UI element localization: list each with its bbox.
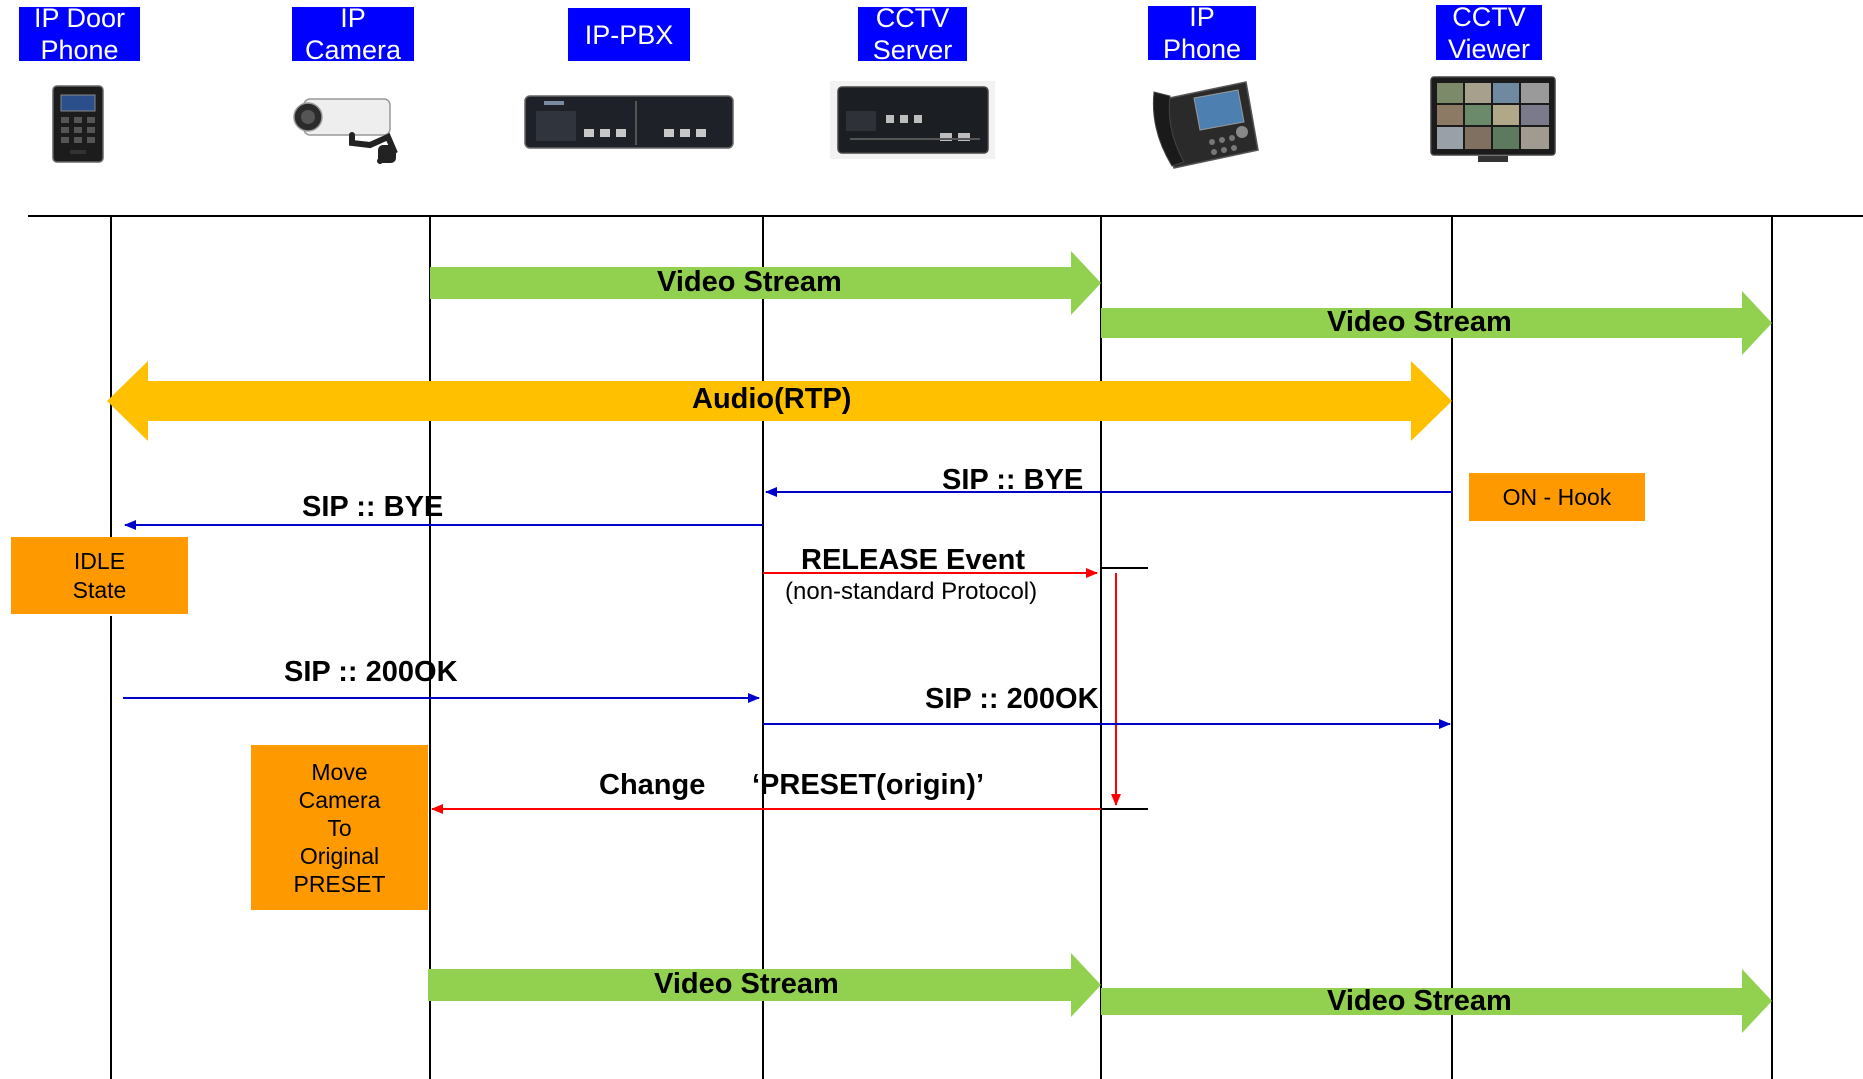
audio-rtp-arrow	[107, 361, 1452, 441]
participant-ip-door-phone: IP Door Phone	[19, 3, 140, 65]
video-stream-arrow-cam-to-server	[430, 251, 1101, 315]
video-stream-arrow-server-to-viewer	[1101, 291, 1772, 355]
change-label: Change	[599, 769, 706, 801]
video-stream-label-1: Video Stream	[657, 266, 842, 298]
ip-pbx-icon	[524, 95, 734, 149]
idle-state-note: IDLE State	[11, 537, 188, 616]
participant-ip-camera: IP Camera	[292, 3, 414, 65]
cctv-server-icon	[830, 81, 995, 159]
sip-bye-label-upper: SIP :: BYE	[942, 464, 1084, 496]
door-phone-icon	[52, 85, 104, 163]
video-stream-arrow-server-to-viewer-2	[1101, 969, 1772, 1033]
on-hook-note: ON - Hook	[1469, 473, 1645, 521]
release-event-note: (non-standard Protocol)	[785, 578, 1038, 605]
move-camera-note: Move Camera To Original PRESET	[251, 745, 428, 910]
cctv-viewer-icon	[1430, 76, 1556, 162]
ip-phone-icon	[1152, 81, 1259, 169]
video-stream-label-4: Video Stream	[1327, 985, 1512, 1017]
participant-cctv-server: CCTV Server	[858, 3, 967, 65]
preset-origin-label: ‘PRESET(origin)’	[752, 769, 984, 801]
audio-rtp-label: Audio(RTP)	[692, 383, 852, 415]
video-stream-arrow-cam-to-server-2	[428, 953, 1101, 1017]
participant-ip-phone: IP Phone	[1148, 2, 1256, 64]
sip-bye-label-lower: SIP :: BYE	[302, 491, 444, 523]
sip-200ok-label-left: SIP :: 200OK	[284, 656, 458, 688]
video-stream-label-3: Video Stream	[654, 968, 839, 1000]
release-event-label: RELEASE Event	[801, 544, 1025, 576]
participant-cctv-viewer: CCTV Viewer	[1436, 2, 1542, 64]
video-stream-label-2: Video Stream	[1327, 306, 1512, 338]
sip-200ok-label-right: SIP :: 200OK	[925, 683, 1099, 715]
participant-ip-pbx: IP-PBX	[568, 8, 690, 61]
ip-camera-icon	[293, 98, 398, 164]
